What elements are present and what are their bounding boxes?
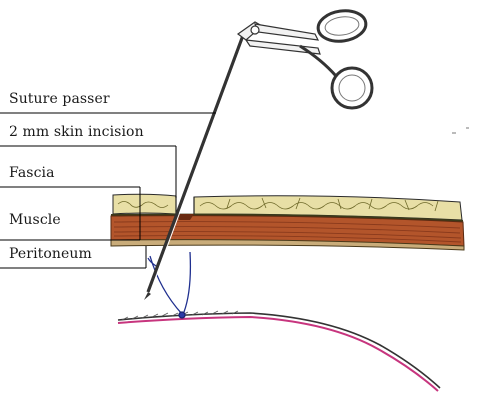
label-fascia: Fascia <box>9 165 55 181</box>
scissor-ring-lower <box>332 68 372 108</box>
label-skin-incision: 2 mm skin incision <box>9 124 144 140</box>
scissor-ring-upper <box>316 8 368 44</box>
suture <box>148 252 190 318</box>
label-suture-passer: Suture passer <box>9 91 110 107</box>
label-muscle: Muscle <box>9 212 61 228</box>
stray-marks <box>452 128 469 133</box>
suture-knot <box>179 312 185 318</box>
suture-passer-instrument <box>144 8 372 300</box>
fascia-layer-left <box>113 194 176 214</box>
abdominal-wall <box>111 194 464 250</box>
bowel <box>118 311 440 391</box>
label-peritoneum: Peritoneum <box>9 246 92 262</box>
